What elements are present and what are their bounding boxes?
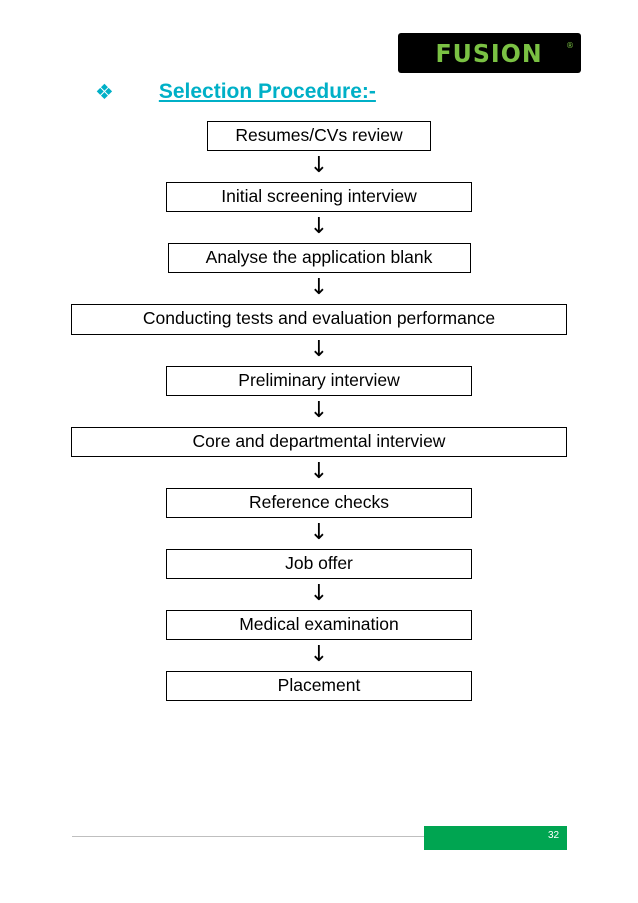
- flow-step-box: Placement: [166, 671, 472, 702]
- down-arrow-icon: ↓: [309, 336, 329, 362]
- down-arrow-icon: ↓: [309, 214, 329, 240]
- selection-procedure-flowchart: Resumes/CVs review ↓ Initial screening i…: [0, 121, 638, 702]
- footer-divider: [72, 836, 567, 837]
- flow-step-box: Resumes/CVs review: [207, 121, 431, 152]
- registered-trademark-icon: ®: [566, 41, 574, 50]
- flow-step-box: Analyse the application blank: [167, 243, 471, 274]
- flow-step-box: Preliminary interview: [166, 365, 472, 396]
- flow-step-box: Reference checks: [166, 487, 472, 518]
- diamond-bullet-icon: ❖: [95, 79, 114, 104]
- page-number: 32: [548, 830, 560, 841]
- down-arrow-icon: ↓: [309, 581, 329, 606]
- down-arrow-icon: ↓: [309, 153, 329, 179]
- flow-step-box: Core and departmental interview: [71, 426, 567, 457]
- flow-step-box: Job offer: [166, 548, 472, 579]
- flow-step-box: Medical examination: [166, 610, 472, 641]
- logo-text: FUSION: [435, 38, 544, 68]
- slide-heading: ❖ Selection Procedure:-: [95, 80, 376, 104]
- footer-accent-block: [424, 826, 567, 850]
- down-arrow-icon: ↓: [309, 397, 329, 423]
- down-arrow-icon: ↓: [309, 458, 329, 484]
- page-title: Selection Procedure:-: [158, 80, 376, 103]
- flow-step-box: Conducting tests and evaluation performa…: [71, 304, 567, 335]
- down-arrow-icon: ↓: [309, 275, 329, 301]
- fusion-logo: FUSION ®: [398, 33, 581, 73]
- down-arrow-icon: ↓: [309, 642, 329, 668]
- down-arrow-icon: ↓: [309, 519, 329, 545]
- flow-step-box: Initial screening interview: [166, 182, 472, 213]
